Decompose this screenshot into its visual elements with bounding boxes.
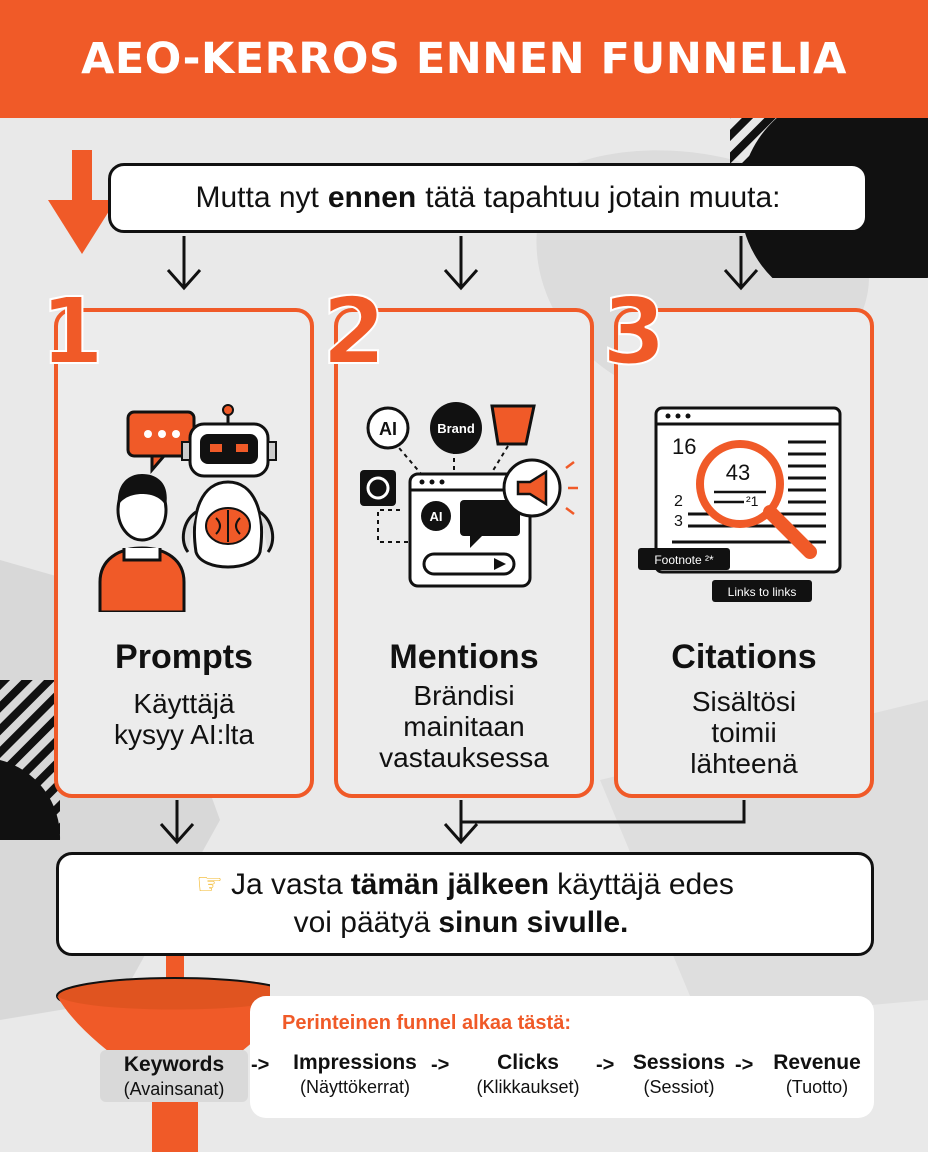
traditional-funnel-panel: [250, 996, 874, 1118]
card-title: Prompts: [115, 638, 253, 676]
funnel-arrow: ->: [596, 1054, 615, 1076]
citation-number: 43: [726, 460, 750, 485]
card-number: 3: [601, 278, 667, 385]
funnel-heading: Perinteinen funnel alkaa tästä:: [282, 1012, 571, 1034]
header-banner: AEO-KERROS ENNEN FUNNELIA: [0, 0, 928, 118]
pointing-hand-icon: ☞: [196, 868, 223, 901]
citation-number: 3: [674, 513, 683, 530]
links-label: Links to links: [728, 585, 797, 599]
citation-number: 2: [674, 493, 683, 510]
funnel-step-sessions: Sessions (Sessiot): [632, 1051, 726, 1097]
citation-number: ²1: [746, 493, 759, 509]
funnel-arrow: ->: [735, 1054, 754, 1076]
funnel-step-clicks: Clicks (Klikkaukset): [476, 1051, 580, 1097]
ai-badge-text: AI: [379, 419, 397, 439]
card-number: 1: [39, 278, 105, 385]
funnel-entry-statement: ☞ Ja vasta tämän jälkeen käyttäjä edes v…: [56, 852, 874, 956]
funnel-arrow: ->: [431, 1054, 450, 1076]
intro-statement: Mutta nyt ennen tätä tapahtuu jotain muu…: [108, 163, 868, 233]
card-title: Mentions: [389, 638, 539, 676]
funnel-arrow: ->: [251, 1054, 270, 1076]
card-citations: 16 2 3 43 ²1 Footnote ²* Links to links …: [614, 308, 874, 798]
funnel-step-revenue: Revenue (Tuotto): [773, 1051, 861, 1097]
funnel-step-keywords: Keywords (Avainsanat): [100, 1050, 248, 1102]
card-description: Sisältösi toimii lähteenä: [690, 686, 798, 779]
footnote-label: Footnote ²*: [654, 553, 714, 567]
orange-down-arrow-icon: [48, 150, 116, 254]
card-prompts: Prompts Käyttäjä kysyy AI:lta: [54, 308, 314, 798]
card-description: Käyttäjä kysyy AI:lta: [113, 688, 255, 750]
ai-chip-text: AI: [430, 509, 443, 524]
card-description: Brändisi mainitaan vastauksessa: [379, 680, 549, 773]
card-number: 2: [321, 278, 387, 385]
citation-search-icon: 16 2 3 43 ²1 Footnote ²* Links to links: [638, 406, 842, 602]
citation-number: 16: [672, 434, 696, 459]
card-title: Citations: [671, 638, 817, 676]
brand-badge-text: Brand: [437, 421, 475, 436]
user-robot-icon: [98, 404, 277, 612]
brand-mentions-icon: AI Brand AI: [360, 402, 578, 588]
page-title: AEO-KERROS ENNEN FUNNELIA: [81, 34, 847, 84]
funnel-step-impressions: Impressions (Näyttökerrat): [293, 1051, 417, 1097]
card-mentions: AI Brand AI Mentions Brändisi mainitaan …: [334, 308, 594, 798]
